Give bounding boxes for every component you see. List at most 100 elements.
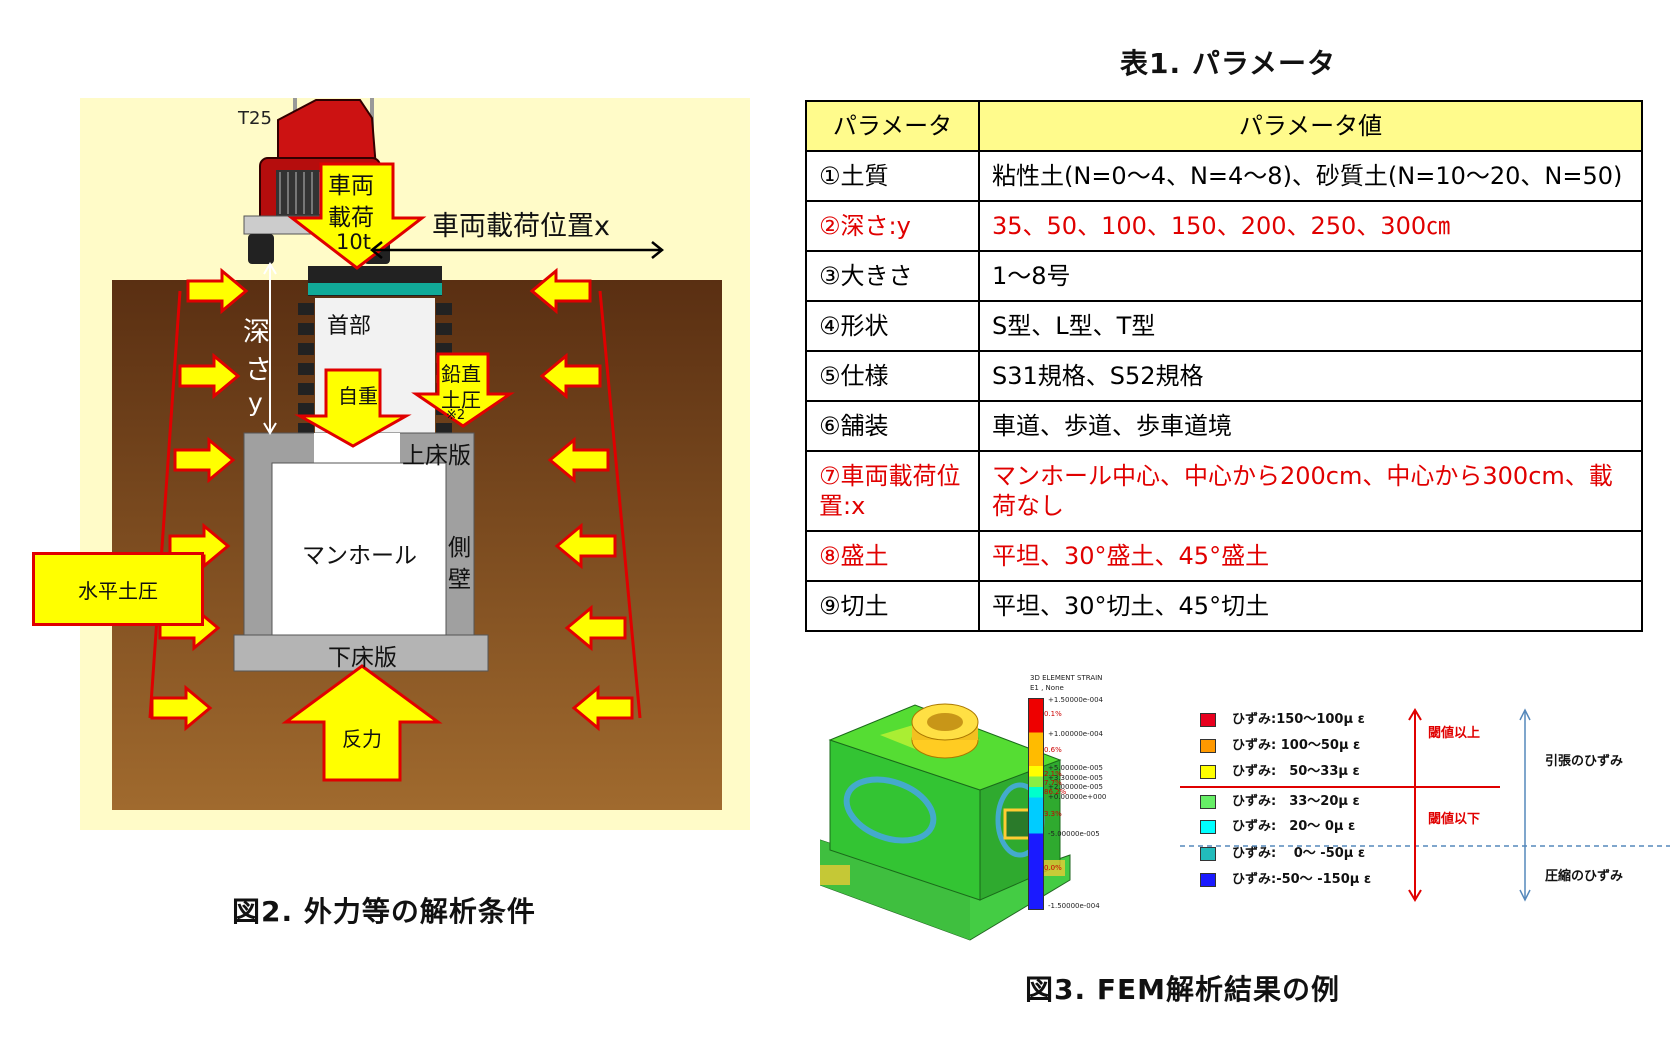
scale-tick-0: +1.50000e-004 (1048, 696, 1104, 704)
legend-label: ひずみ:150～100μ ε (1232, 712, 1365, 727)
compression-label: 圧縮のひずみ (1545, 869, 1624, 884)
legend-swatch (1200, 738, 1216, 753)
scale-percent-2: 2.1% (1044, 770, 1062, 778)
top-slab-label: 上床版 (402, 443, 471, 469)
scale-tick-7: -1.50000e-004 (1048, 902, 1100, 910)
figure2: T25 車両 載荷 10t 車両載荷位置x 深 さ y 首部 自重 鉛直 土圧 … (80, 78, 750, 830)
parameter-value: S31規格、S52規格 (978, 350, 1643, 402)
legend-swatch (1200, 846, 1216, 861)
side-wall-label-2: 壁 (448, 567, 471, 593)
parameter-table: パラメータ パラメータ値 ①土質粘性土(N=0～4、N=4～8)、砂質土(N=1… (805, 100, 1643, 632)
legend-label: ひずみ: 0～ -50μ ε (1232, 846, 1366, 861)
reaction-label: 反力 (342, 727, 382, 751)
horizontal-pressure-box: 水平土圧 (32, 552, 204, 626)
side-wall-label-1: 側 (448, 535, 471, 561)
scale-percent-1: 0.6% (1044, 746, 1062, 754)
legend-label: ひずみ: 20～ 0μ ε (1232, 819, 1356, 834)
depth-label-2: さ (245, 355, 272, 386)
reaction-arrow (281, 664, 443, 782)
parameter-value: 車道、歩道、歩車道境 (978, 400, 1643, 452)
scale-percent-3: 7.7% (1044, 779, 1062, 787)
scale-percent-5: 3.3% (1044, 810, 1062, 818)
vertical-pressure-arrow (411, 352, 515, 428)
scale-title-2: E1 , None (1030, 684, 1064, 692)
scale-title-1: 3D ELEMENT STRAIN (1030, 674, 1103, 682)
legend-item: ひずみ:-50～ -150μ ε (1200, 868, 1371, 887)
legend-label: ひずみ:-50～ -150μ ε (1232, 872, 1372, 887)
legend-item: ひずみ: 100～50μ ε (1200, 734, 1360, 753)
header-value: パラメータ値 (978, 100, 1643, 152)
parameter-name: ⑤仕様 (805, 350, 980, 402)
legend-swatch (1200, 794, 1216, 809)
manhole-label: マンホール (302, 543, 417, 569)
legend-item: ひずみ: 50～33μ ε (1200, 760, 1360, 779)
fem-model-image (820, 703, 1071, 941)
above-threshold-label: 閾値以上 (1428, 726, 1481, 741)
parameter-name: ②深さ:y (805, 200, 980, 252)
parameter-name: ①土質 (805, 150, 980, 202)
scale-tick-2: +5.00000e-005 (1048, 764, 1104, 772)
scale-tick-3: +3.30000e-005 (1048, 774, 1104, 782)
below-threshold-label: 閾値以下 (1428, 812, 1481, 827)
vertical-pressure-label-2: 土圧 (441, 388, 481, 412)
scale-tick-1: +1.00000e-004 (1048, 730, 1104, 738)
load-position-arrow (369, 241, 665, 259)
scale-tick-6: -5.00000e-005 (1048, 830, 1100, 838)
bottom-slab-label: 下床版 (328, 645, 397, 671)
parameter-value: マンホール中心、中心から200cm、中心から300cm、載荷なし (978, 450, 1643, 532)
figure2-diagram (80, 78, 750, 830)
vehicle-load-arrow (287, 162, 427, 270)
legend-item: ひずみ: 20～ 0μ ε (1200, 815, 1355, 834)
strain-scale: 3D ELEMENT STRAIN E1 , None +1.50000e-00… (1028, 674, 1148, 910)
neck-label: 首部 (327, 314, 372, 339)
parameter-value: 粘性土(N=0～4、N=4～8)、砂質土(N=10～20、N=50) (978, 150, 1643, 202)
parameter-name: ⑦車両載荷位置:x (805, 450, 980, 532)
parameter-value: 平坦、30°盛土、45°盛土 (978, 530, 1643, 582)
figure2-caption: 図2. 外力等の解析条件 (232, 895, 536, 928)
legend-swatch (1200, 872, 1216, 887)
table1-caption: 表1. パラメータ (1120, 47, 1337, 80)
legend-swatch (1200, 712, 1216, 727)
parameter-name: ④形状 (805, 300, 980, 352)
threshold-annotations (1180, 708, 1670, 902)
load-position-label: 車両載荷位置x (432, 211, 610, 242)
left-pressure-outline (148, 290, 182, 719)
depth-arrow (263, 262, 277, 435)
parameter-name: ③大きさ (805, 250, 980, 302)
parameter-name: ⑥舗装 (805, 400, 980, 452)
header-parameter: パラメータ (805, 100, 980, 152)
self-weight-label: 自重 (338, 384, 378, 408)
vehicle-load-label-1: 車両 (328, 173, 374, 199)
legend-item: ひずみ: 0～ -50μ ε (1200, 842, 1365, 861)
self-weight-arrow (294, 368, 412, 448)
depth-label-3: y (248, 388, 263, 417)
scale-percent-0: 0.1% (1044, 710, 1062, 718)
legend-label: ひずみ: 33～20μ ε (1232, 794, 1360, 809)
legend-label: ひずみ: 50～33μ ε (1232, 764, 1360, 779)
legend-item: ひずみ:150～100μ ε (1200, 708, 1365, 727)
legend-label: ひずみ: 100～50μ ε (1232, 738, 1361, 753)
vertical-pressure-label-3: ※2 (446, 408, 466, 423)
legend-swatch (1200, 764, 1216, 779)
parameter-name: ⑧盛土 (805, 530, 980, 582)
parameter-name: ⑨切土 (805, 580, 980, 632)
tension-label: 引張のひずみ (1545, 754, 1624, 769)
scale-tick-4: +2.00000e-005 (1048, 783, 1104, 791)
legend-item: ひずみ: 33～20μ ε (1200, 790, 1360, 809)
scale-bar (1028, 698, 1044, 910)
parameter-value: 35、50、100、150、200、250、300㎝ (978, 200, 1643, 252)
parameter-value: 平坦、30°切土、45°切土 (978, 580, 1643, 632)
truck-model-label: T25 (238, 108, 272, 129)
vehicle-load-label-3: 10t (336, 230, 371, 254)
table-row: ⑧盛土平坦、30°盛土、45°盛土 (805, 530, 1643, 582)
legend-swatch (1200, 819, 1216, 834)
depth-label-1: 深 (243, 317, 270, 348)
parameter-value: 1～8号 (978, 250, 1643, 302)
scale-tick-5: +0.00000e+000 (1048, 793, 1107, 801)
table-row: ⑥舗装車道、歩道、歩車道境 (805, 400, 1643, 452)
